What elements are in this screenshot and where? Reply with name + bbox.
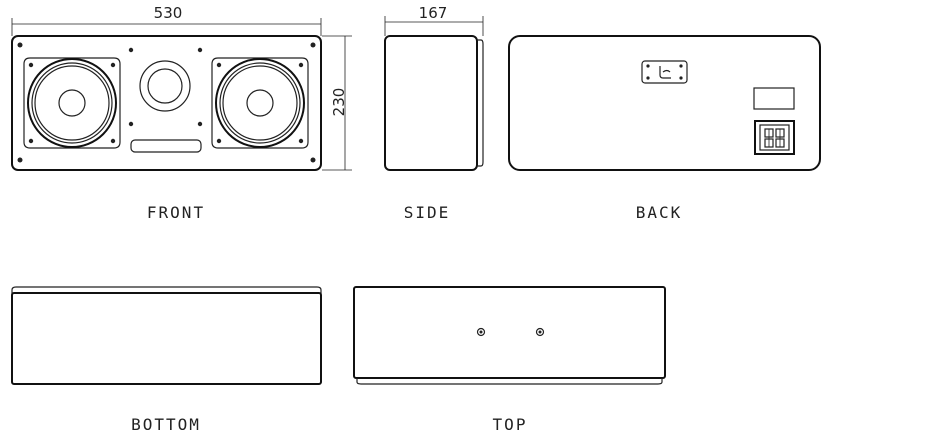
wall-mount-bracket [641,60,688,84]
height-dimension: 230 [322,35,352,171]
bottom-view [11,286,322,385]
side-depth-dimension: 167 [384,4,484,36]
right-woofer [211,57,309,149]
front-view [11,35,322,171]
height-label: 230 [330,88,348,117]
back-view [508,35,821,171]
bottom-view-label: BOTTOM [131,415,201,434]
top-mount-inserts [476,327,545,337]
back-view-label: BACK [636,203,683,222]
side-view [384,35,484,171]
left-woofer [23,57,121,149]
front-width-label: 530 [154,4,183,22]
back-label-plate [753,87,795,110]
top-view [353,286,666,385]
tweeter [128,47,203,127]
top-view-label: TOP [493,415,528,434]
front-view-label: FRONT [147,203,205,222]
side-depth-label: 167 [419,4,448,22]
side-view-label: SIDE [404,203,451,222]
front-port-slot [130,139,202,153]
terminal-block [754,120,795,155]
front-width-dimension: 530 [11,4,322,36]
